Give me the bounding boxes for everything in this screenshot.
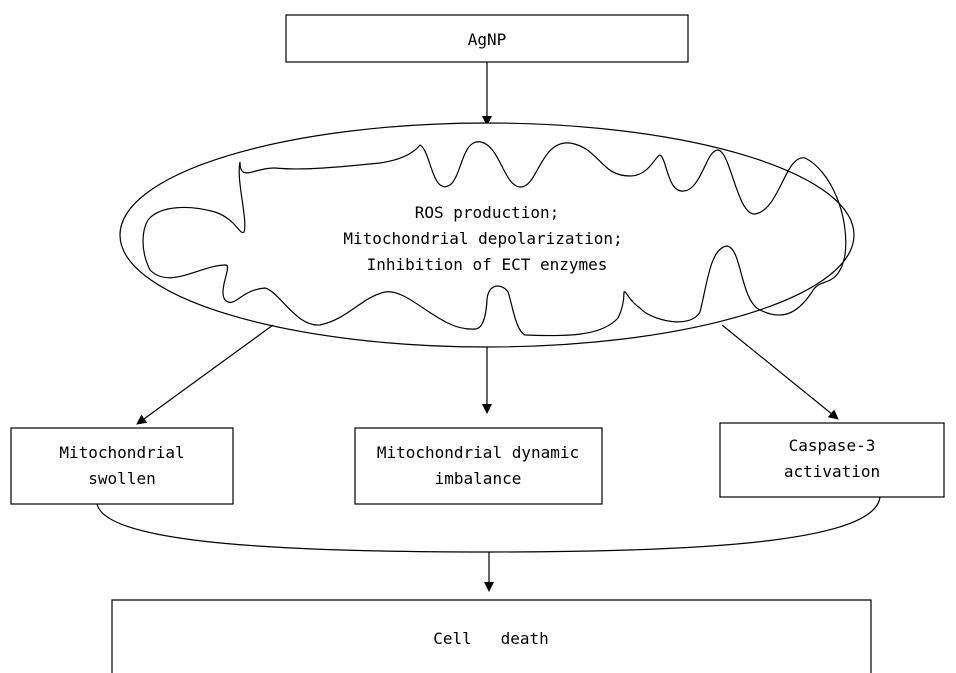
mitochondrial-swollen-box: [10, 427, 234, 505]
mitochondrial-swollen-node: Mitochondrial swollen: [10, 427, 234, 505]
mitochondrial-dynamic-imbalance-node: Mitochondrial dynamic imbalance: [354, 427, 603, 505]
caspase-activation-line-2: activation: [784, 462, 880, 481]
mitochondrial-swollen-line-2: swollen: [88, 469, 155, 488]
combining-curve: [96, 496, 881, 553]
arrow-to-mitochondrial-swollen: [136, 324, 274, 425]
caspase-activation-line-1: Caspase-3: [789, 436, 876, 455]
cell-death-node: Cell death: [111, 599, 872, 673]
mitochondrial-dynamic-imbalance-line-2: imbalance: [435, 469, 522, 488]
caspase-activation-box: [719, 422, 945, 498]
agnp-box: [285, 14, 689, 63]
cell-death-label: Cell death: [433, 629, 549, 648]
mitochondrion-line-ros: ROS production;: [415, 203, 560, 222]
mitochondrial-swollen-line-1: Mitochondrial: [59, 443, 184, 462]
mitochondrion-node: ROS production; Mitochondrial depolariza…: [119, 122, 855, 348]
mitochondrion-line-depolarization: Mitochondrial depolarization;: [343, 229, 622, 248]
agnp-node: AgNP: [285, 14, 689, 63]
mitochondrion-line-ect: Inhibition of ECT enzymes: [367, 255, 608, 274]
cell-death-box: [111, 599, 872, 673]
mitochondrial-dynamic-imbalance-line-1: Mitochondrial dynamic: [377, 443, 579, 462]
mitochondrion-inner-membrane: [142, 141, 847, 337]
caspase-activation-node: Caspase-3 activation: [719, 422, 945, 498]
agnp-label: AgNP: [468, 30, 507, 49]
arrow-to-caspase-activation: [721, 324, 839, 420]
mitochondrial-dynamic-imbalance-box: [354, 427, 603, 505]
